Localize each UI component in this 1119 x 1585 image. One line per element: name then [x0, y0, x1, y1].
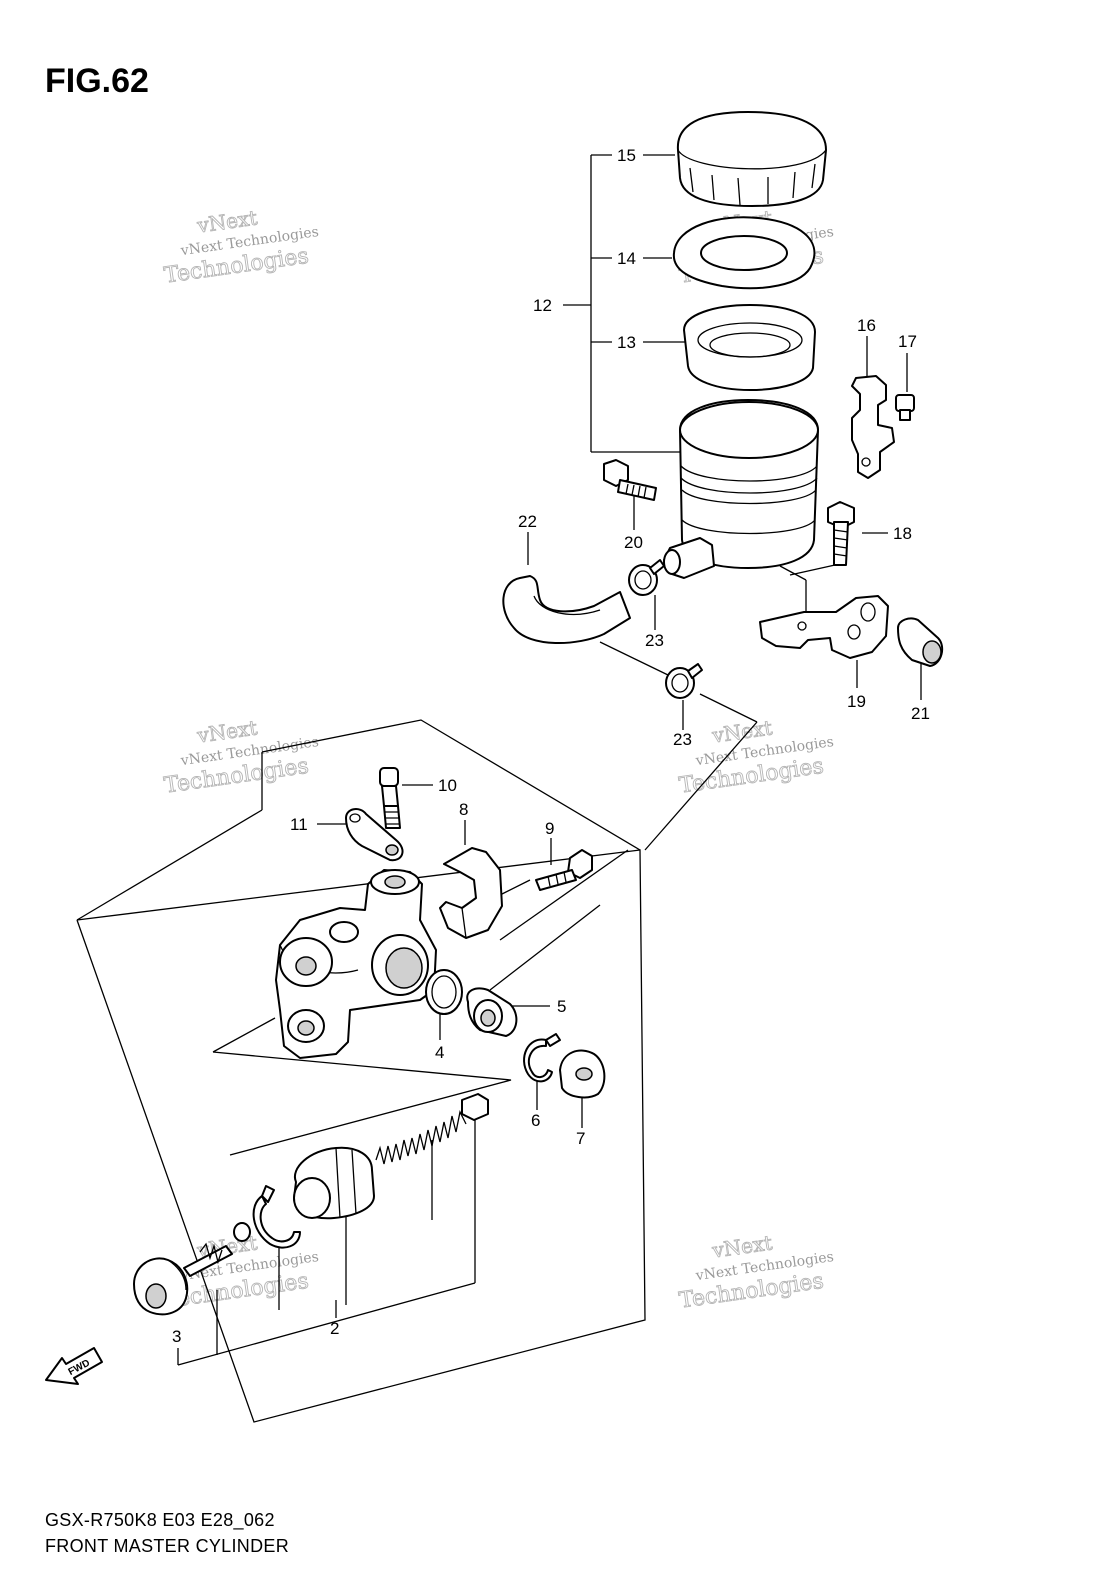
part-diaphragm-plate: [672, 216, 816, 290]
part-reservoir-cap: [676, 111, 827, 207]
fwd-arrow-icon: FWD: [45, 1347, 103, 1385]
part-push-rod: [183, 1222, 251, 1277]
part-circlip-6: [523, 1033, 561, 1083]
callout-2: 2: [330, 1319, 339, 1338]
model-code: GSX-R750K8 E03 E28_062: [45, 1510, 275, 1530]
callout-9: 9: [545, 819, 554, 838]
part-reservoir-clip: [851, 375, 895, 479]
callout-labels: 15 14 12 13 16 17 20 18 22 23 19 21 23 1…: [172, 146, 930, 1346]
part-hose: [502, 575, 631, 645]
assembly-frame: [76, 719, 646, 1423]
callout-22: 22: [518, 512, 537, 531]
callout-19: 19: [847, 692, 866, 711]
callout-14: 14: [617, 249, 636, 268]
callout-11: 11: [290, 815, 308, 834]
callout-13: 13: [617, 333, 636, 352]
callout-20: 20: [624, 533, 643, 552]
part-reservoir-bracket: [759, 595, 889, 659]
callout-21: 21: [911, 704, 930, 723]
figure-title: FIG.62: [45, 62, 149, 100]
section-name: FRONT MASTER CYLINDER: [45, 1536, 289, 1556]
callout-23-upper: 23: [645, 631, 664, 650]
part-pushrod-boot: [133, 1257, 189, 1316]
part-return-spring: [375, 1093, 489, 1165]
part-piston: [293, 1146, 375, 1220]
callout-3: 3: [172, 1327, 181, 1346]
part-circlip-piston: [252, 1185, 301, 1249]
part-bolt-9: [535, 849, 593, 891]
watermark: vNext vNext Technologies Technologies: [162, 715, 320, 799]
part-hose-clamp-lower: [665, 663, 703, 699]
part-holder: [439, 847, 503, 939]
part-dust-boot: [559, 1049, 606, 1099]
part-reservoir-body: [663, 399, 819, 579]
leader-lines: [177, 154, 922, 1366]
part-bleeder-cap: [345, 808, 404, 862]
callout-7: 7: [576, 1129, 585, 1148]
part-bleeder-screw: [379, 767, 401, 829]
part-hose-clamp-upper: [628, 559, 665, 596]
callout-5: 5: [557, 997, 566, 1016]
callout-10: 10: [438, 776, 457, 795]
callout-16: 16: [857, 316, 876, 335]
watermark: vNext vNext Technologies Technologies: [162, 205, 320, 289]
callout-15: 15: [617, 146, 636, 165]
callout-4: 4: [435, 1043, 444, 1062]
watermark: vNext vNext Technologies Technologies: [677, 1230, 835, 1314]
part-bolt-20: [603, 459, 657, 501]
callout-23-lower: 23: [673, 730, 692, 749]
part-bolt-18: [827, 501, 855, 566]
callout-17: 17: [898, 332, 917, 351]
part-screw-17: [895, 394, 915, 421]
part-o-ring: [425, 969, 463, 1015]
part-master-cylinder-body: [275, 869, 437, 1059]
callout-8: 8: [459, 800, 468, 819]
part-grommet: [897, 617, 944, 667]
part-connector: [466, 987, 518, 1037]
callout-12: 12: [533, 296, 552, 315]
part-diaphragm: [683, 304, 816, 391]
callout-18: 18: [893, 524, 912, 543]
callout-6: 6: [531, 1111, 540, 1130]
